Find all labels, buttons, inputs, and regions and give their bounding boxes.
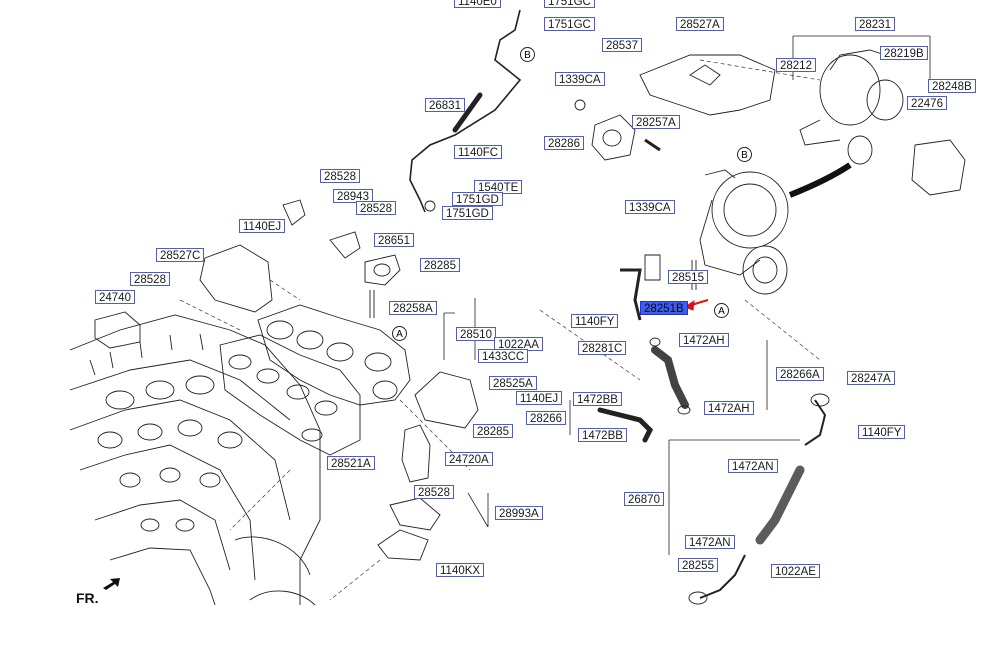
part-label: 1339CA [625, 200, 675, 214]
part-label: 1751GC [544, 17, 595, 31]
bracket-24720a [401, 424, 431, 483]
actuator-22476 [911, 139, 966, 196]
shield-28525a [414, 371, 479, 429]
part-label: 1472AN [728, 459, 778, 473]
part-label: 28521A [327, 456, 375, 470]
part-label: 1472BB [573, 392, 622, 406]
part-label: 1751GC [544, 0, 595, 8]
gasket-28285 [364, 254, 401, 286]
part-label: 1140FY [858, 425, 906, 439]
part-label: 1339CA [555, 72, 605, 86]
part-label: 26870 [624, 492, 664, 506]
part-label: 26831 [425, 98, 465, 112]
part-label: 1751GD [452, 192, 503, 206]
part-label: 28943 [333, 189, 373, 203]
part-label: 1472AN [685, 535, 735, 549]
part-label: 22476 [907, 96, 947, 110]
reference-marker-b: B [737, 147, 752, 162]
front-direction-label: FR. [76, 590, 99, 606]
part-label: 1140FC [454, 145, 503, 159]
part-label: 24720A [445, 452, 493, 466]
part-label: 28537 [602, 38, 642, 52]
part-label: 28993A [495, 506, 543, 520]
bracket-24740 [94, 311, 141, 349]
part-label: 1751GD [442, 206, 493, 220]
reference-marker-a: A [392, 326, 407, 341]
part-label: 28219B [880, 46, 928, 60]
exhaust-manifold [257, 304, 411, 406]
part-label-highlighted[interactable]: 28251B [640, 301, 688, 315]
bracket-28651 [329, 231, 361, 259]
part-label: 28528 [414, 485, 454, 499]
manifold-gasket [219, 334, 361, 456]
part-label: 28528 [130, 272, 170, 286]
part-label: 1140E0 [454, 0, 501, 8]
pointer-arrow [683, 299, 709, 311]
front-arrow-icon [103, 578, 120, 590]
part-label: 28212 [776, 58, 816, 72]
part-label: 1472BB [578, 428, 627, 442]
part-label: 28255 [678, 558, 718, 572]
part-label: 1022AE [771, 564, 820, 578]
part-label: 28266 [526, 411, 566, 425]
turbo-heat-shield-28527a [639, 54, 776, 116]
part-label: 28281C [578, 341, 627, 355]
part-label: 1433CC [478, 349, 529, 363]
part-label: 28510 [456, 327, 496, 341]
part-label: 28258A [389, 301, 437, 315]
part-label: 28286 [544, 136, 584, 150]
part-label: 28257A [632, 115, 680, 129]
part-label: 28285 [420, 258, 460, 272]
part-label: 1140EJ [516, 391, 563, 405]
part-label: 28247A [847, 371, 895, 385]
part-label: 28515 [668, 270, 708, 284]
part-label: 24740 [95, 290, 135, 304]
part-label: 1472AH [679, 333, 729, 347]
part-label: 28248B [928, 79, 976, 93]
part-label: 28527A [676, 17, 724, 31]
heat-shield-28527c [199, 244, 273, 313]
engine-block-outline [69, 314, 321, 606]
part-label: 28231 [855, 17, 895, 31]
part-label: 28528 [320, 169, 360, 183]
part-label: 1140KX [436, 563, 485, 577]
part-label: 1140FY [571, 314, 619, 328]
part-label: 28285 [473, 424, 513, 438]
part-label: 28266A [776, 367, 824, 381]
part-label: 28528 [356, 201, 396, 215]
part-label: 28651 [374, 233, 414, 247]
part-label: 1022AA [494, 337, 543, 351]
turbocharger-main [699, 169, 789, 295]
part-label: 1472AH [704, 401, 754, 415]
reference-marker-a: A [714, 303, 729, 318]
part-label: 28525A [489, 376, 537, 390]
part-label: 28527C [156, 248, 205, 262]
bracket-28943 [282, 199, 306, 226]
reference-marker-b: B [520, 47, 535, 62]
part-label: 1140EJ [239, 219, 286, 233]
